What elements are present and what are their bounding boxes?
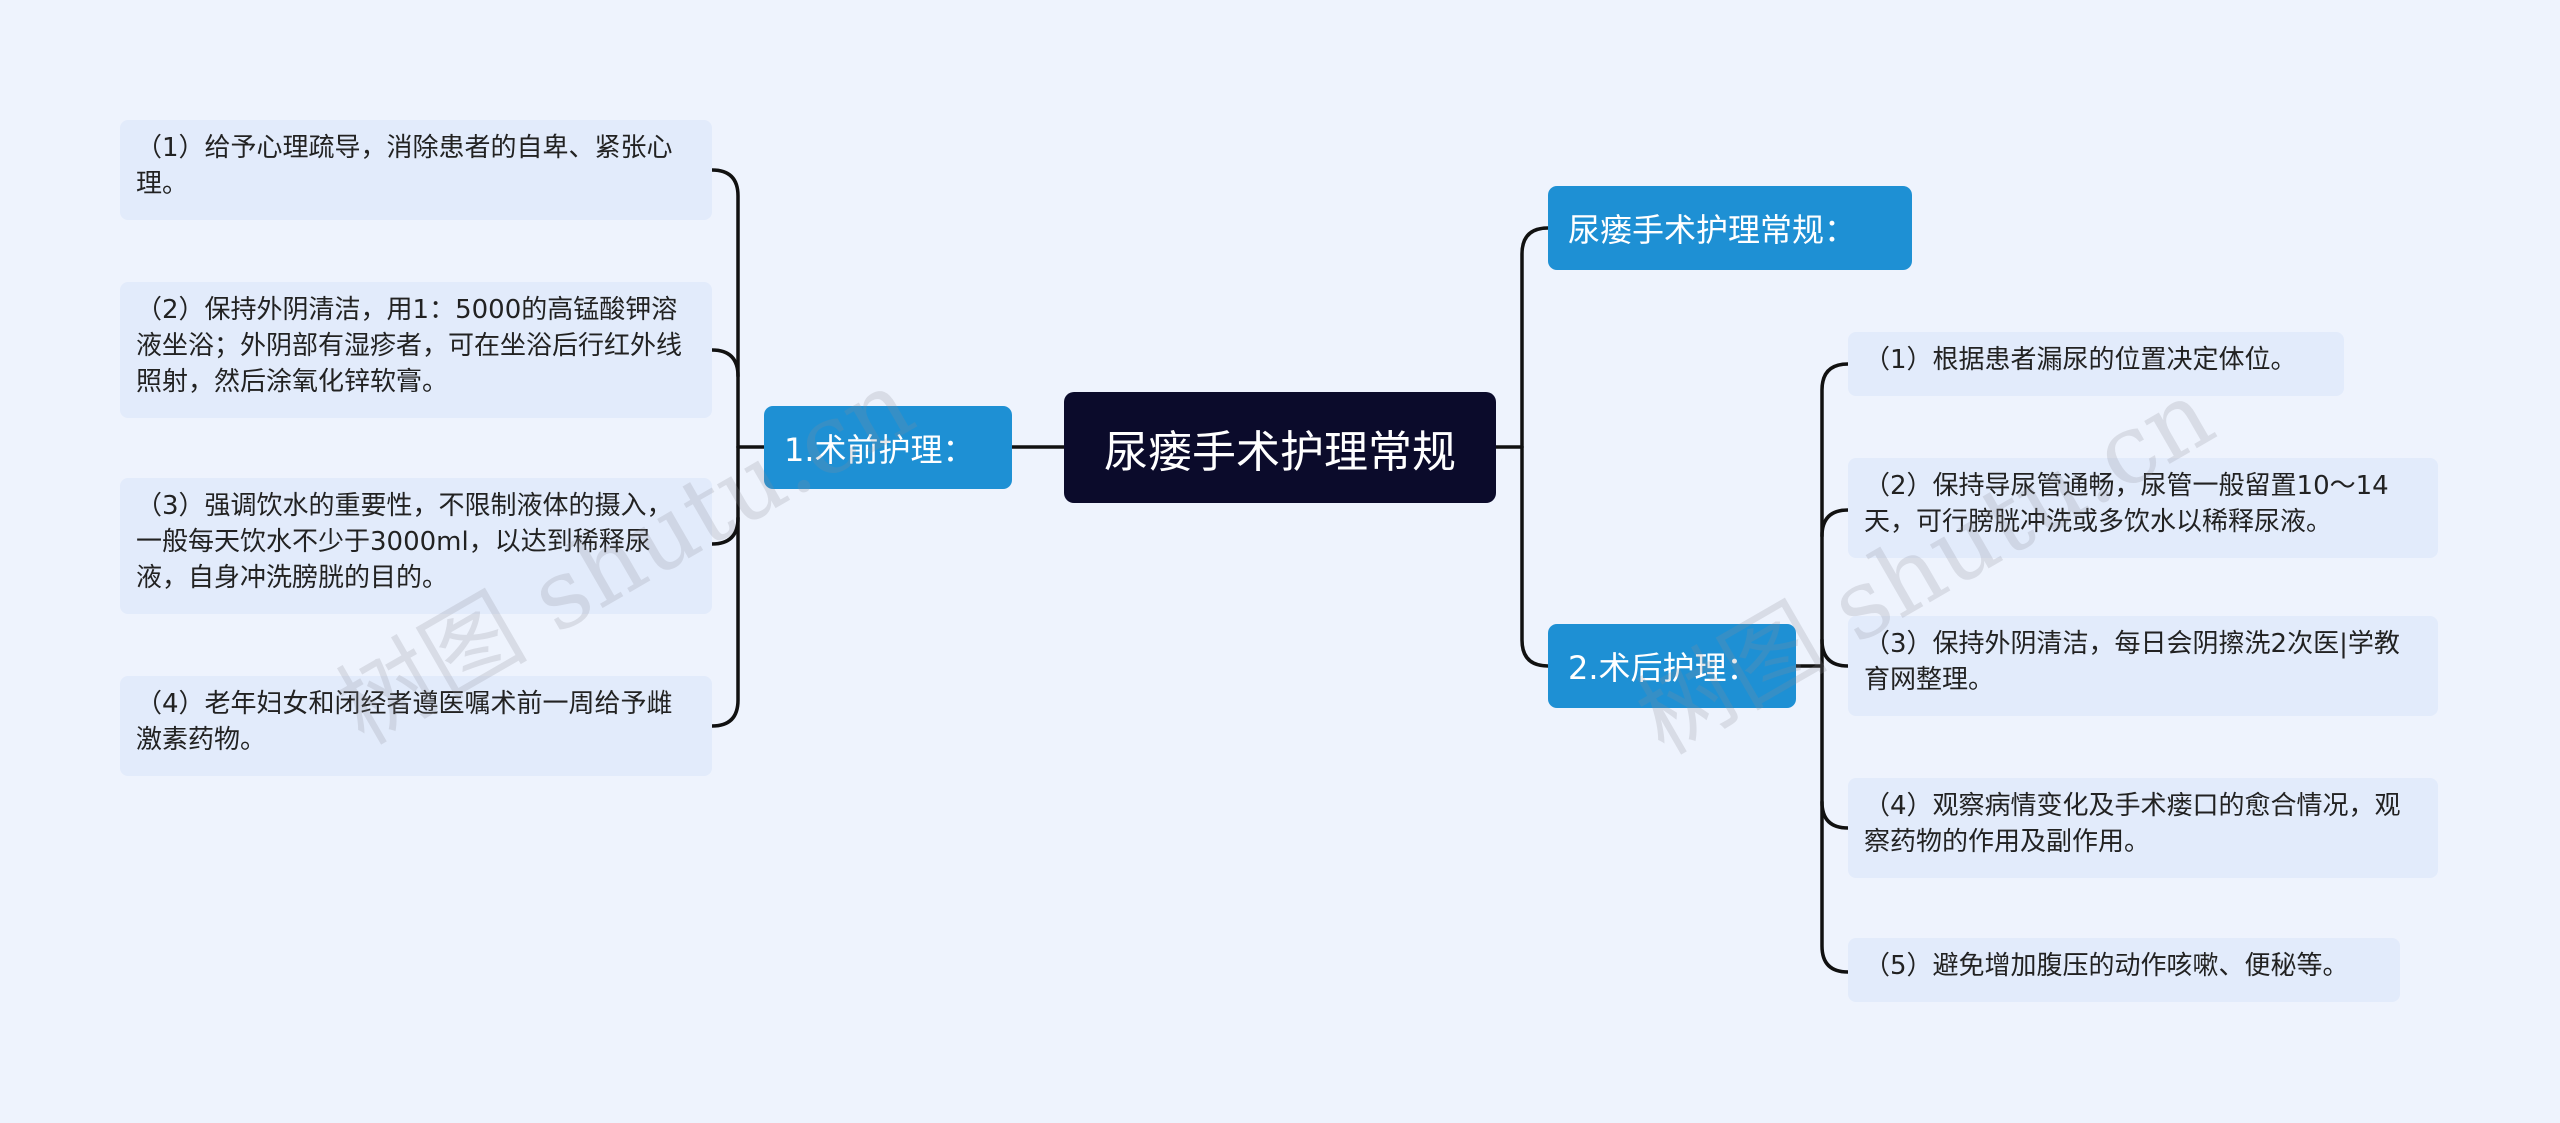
tick-right-4 <box>1820 800 1850 830</box>
root-topic[interactable]: 尿瘘手术护理常规 <box>1064 392 1496 503</box>
leaf-text: （1）根据患者漏尿的位置决定体位。 <box>1864 345 2297 375</box>
branch-postoperative-care[interactable]: 2.术后护理： <box>1548 624 1796 708</box>
tick-left-3 <box>710 516 740 546</box>
tick-right-2 <box>1820 508 1850 538</box>
leaf-postop-1[interactable]: （1）根据患者漏尿的位置决定体位。 <box>1848 332 2344 396</box>
leaf-preop-2[interactable]: （2）保持外阴清洁，用1：5000的高锰酸钾溶液坐浴；外阴部有湿疹者，可在坐浴后… <box>120 282 712 418</box>
branch-label: 1.术前护理： <box>784 430 975 469</box>
bracket-right-leaves <box>1820 362 1850 974</box>
leaf-postop-5[interactable]: （5）避免增加腹压的动作咳嗽、便秘等。 <box>1848 938 2400 1002</box>
tick-left-2 <box>710 348 740 378</box>
branch-label: 2.术后护理： <box>1568 649 1759 687</box>
branch-nursing-routine[interactable]: 尿瘘手术护理常规： <box>1548 186 1912 270</box>
tick-right-3 <box>1820 638 1850 668</box>
bracket-right-main <box>1520 226 1550 668</box>
branch-preoperative-care[interactable]: 1.术前护理： <box>764 406 1012 489</box>
leaf-postop-2[interactable]: （2）保持导尿管通畅，尿管一般留置10～14天，可行膀胱冲洗或多饮水以稀释尿液。 <box>1848 458 2438 558</box>
leaf-text: （4）观察病情变化及手术瘘口的愈合情况，观察药物的作用及副作用。 <box>1864 791 2401 857</box>
leaf-text: （5）避免增加腹压的动作咳嗽、便秘等。 <box>1864 951 2349 981</box>
leaf-text: （2）保持外阴清洁，用1：5000的高锰酸钾溶液坐浴；外阴部有湿疹者，可在坐浴后… <box>136 295 683 397</box>
leaf-postop-4[interactable]: （4）观察病情变化及手术瘘口的愈合情况，观察药物的作用及副作用。 <box>1848 778 2438 878</box>
leaf-text: （2）保持导尿管通畅，尿管一般留置10～14天，可行膀胱冲洗或多饮水以稀释尿液。 <box>1864 471 2389 537</box>
leaf-text: （3）强调饮水的重要性，不限制液体的摄入，一般每天饮水不少于3000ml，以达到… <box>136 491 673 593</box>
leaf-preop-1[interactable]: （1）给予心理疏导，消除患者的自卑、紧张心理。 <box>120 120 712 220</box>
branch-label: 尿瘘手术护理常规： <box>1568 211 1857 249</box>
leaf-text: （4）老年妇女和闭经者遵医嘱术前一周给予雌激素药物。 <box>136 689 673 755</box>
leaf-preop-4[interactable]: （4）老年妇女和闭经者遵医嘱术前一周给予雌激素药物。 <box>120 676 712 776</box>
leaf-text: （3）保持外阴清洁，每日会阴擦洗2次医|学教育网整理。 <box>1864 629 2400 695</box>
leaf-text: （1）给予心理疏导，消除患者的自卑、紧张心理。 <box>136 133 673 199</box>
leaf-preop-3[interactable]: （3）强调饮水的重要性，不限制液体的摄入，一般每天饮水不少于3000ml，以达到… <box>120 478 712 614</box>
bracket-left <box>710 168 740 728</box>
leaf-postop-3[interactable]: （3）保持外阴清洁，每日会阴擦洗2次医|学教育网整理。 <box>1848 616 2438 716</box>
root-topic-label: 尿瘘手术护理常规 <box>1104 426 1456 478</box>
